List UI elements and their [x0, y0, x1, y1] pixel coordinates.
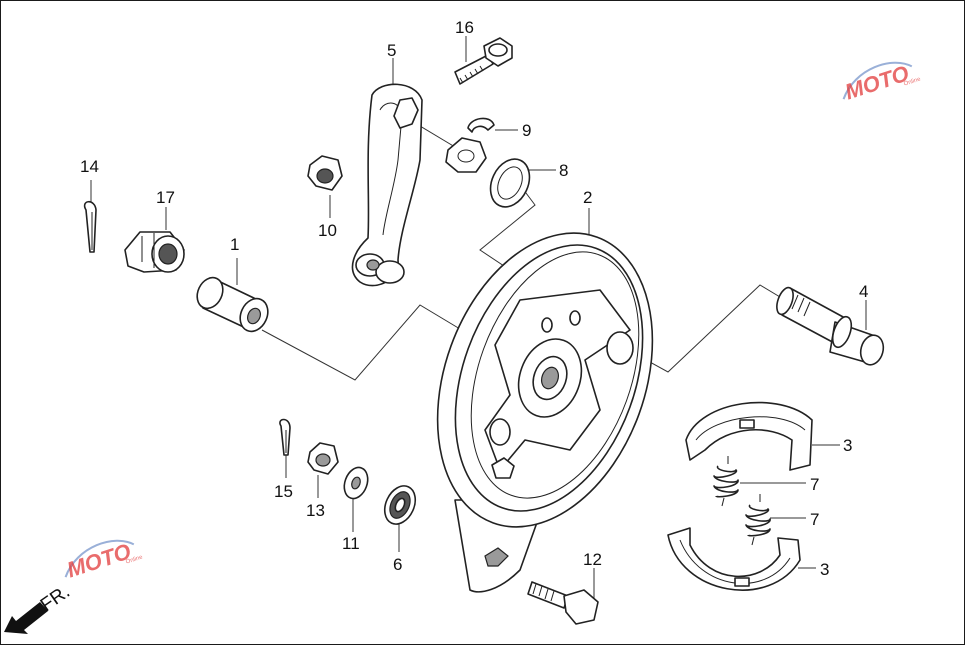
label-17: 17 — [156, 188, 175, 207]
label-10: 10 — [318, 221, 337, 240]
part-15-cotter-pin — [279, 418, 291, 456]
part-17-castle-nut — [124, 231, 185, 273]
label-12: 12 — [583, 550, 602, 569]
part-9-plate — [445, 117, 495, 173]
callout-labels: 1 2 3 3 4 5 6 7 7 8 9 10 11 12 13 14 15 … — [80, 18, 868, 579]
part-16-bolt — [454, 37, 513, 85]
label-13: 13 — [306, 501, 325, 520]
label-7-upper: 7 — [810, 475, 819, 494]
label-16: 16 — [455, 18, 474, 37]
label-7-lower: 7 — [810, 510, 819, 529]
part-7-spring-lower — [745, 494, 771, 546]
label-11: 11 — [342, 534, 360, 553]
part-8-seal — [489, 158, 531, 208]
label-8: 8 — [559, 161, 568, 180]
label-6: 6 — [393, 555, 402, 574]
part-12-bolt — [527, 581, 599, 625]
part-13-nut — [307, 442, 339, 475]
part-5-brake-arm — [351, 83, 423, 287]
label-3-upper: 3 — [843, 436, 852, 455]
label-2: 2 — [583, 188, 592, 207]
svg-text:Online: Online — [903, 76, 922, 87]
watermark-top-right: MOTO Online — [842, 60, 922, 104]
part-11-washer — [343, 466, 369, 500]
part-6-bearing — [383, 485, 417, 525]
label-5: 5 — [387, 41, 396, 60]
part-3-brake-shoe-upper — [685, 401, 813, 471]
part-4-cam-shaft — [776, 286, 885, 366]
part-7-spring-upper — [713, 456, 739, 507]
svg-text:Online: Online — [125, 554, 144, 565]
part-14-cotter-pin — [83, 200, 97, 253]
label-14: 14 — [80, 157, 99, 176]
label-1: 1 — [230, 235, 239, 254]
label-4: 4 — [859, 282, 868, 301]
front-direction-indicator: FR. — [4, 581, 74, 634]
label-9: 9 — [522, 121, 531, 140]
label-3-lower: 3 — [820, 560, 829, 579]
part-3-brake-shoe-lower — [667, 527, 801, 591]
part-10-nut — [307, 155, 343, 191]
watermark-bottom-left: MOTO Online — [64, 538, 144, 582]
label-15: 15 — [274, 482, 293, 501]
part-1-collar — [196, 276, 269, 333]
front-arrow-icon — [4, 602, 48, 634]
part-2-brake-panel — [436, 232, 654, 593]
